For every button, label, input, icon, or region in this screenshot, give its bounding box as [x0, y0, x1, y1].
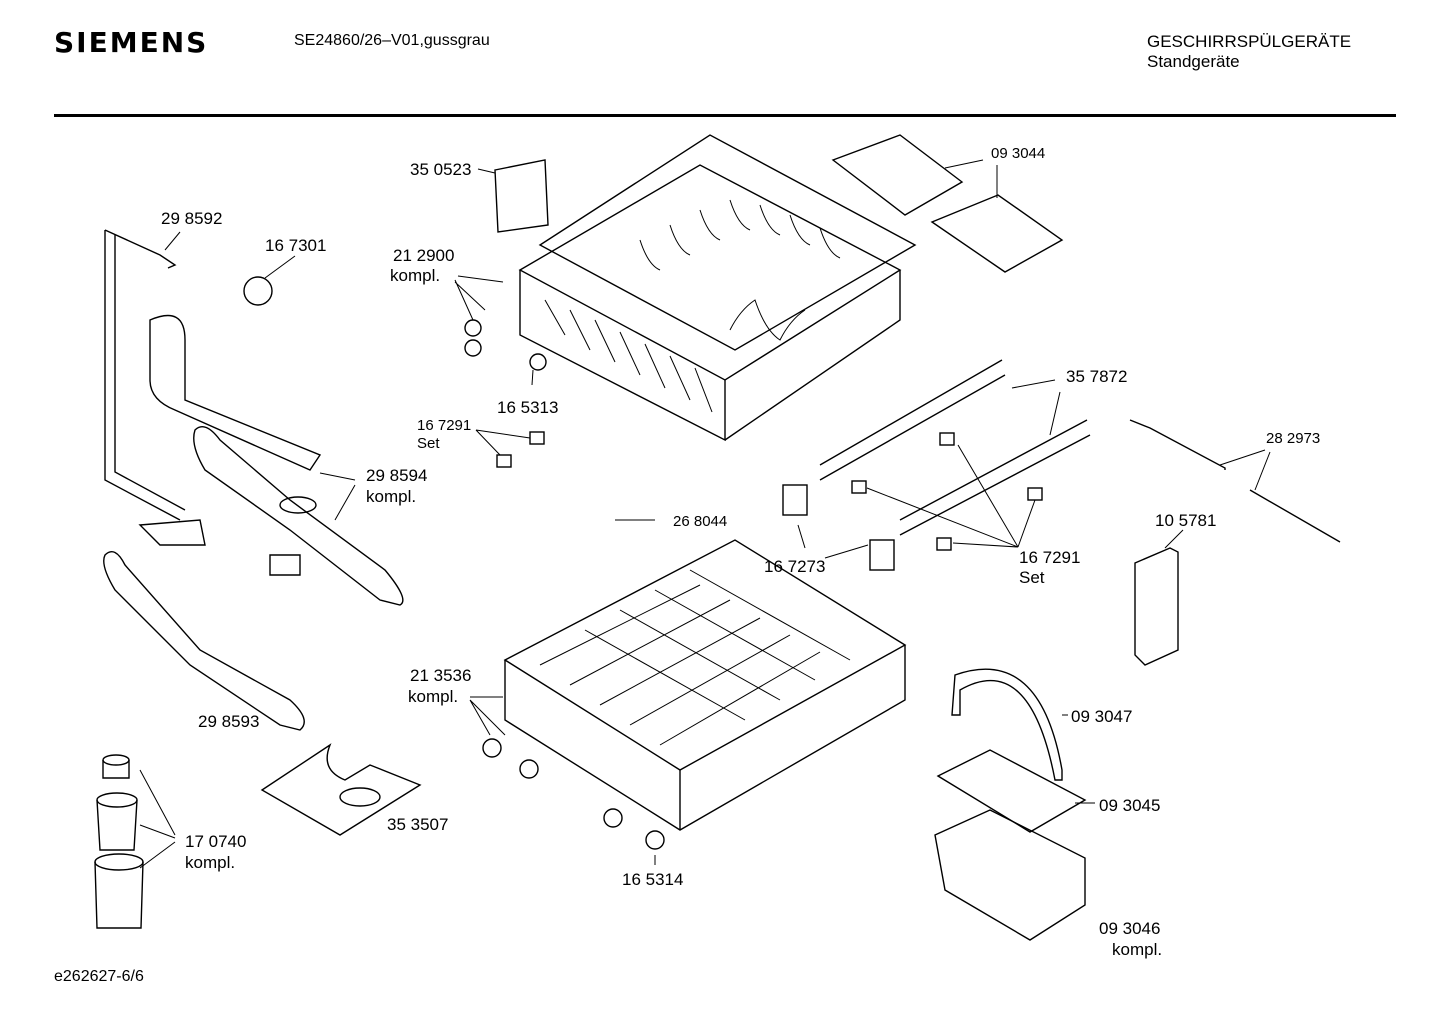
callout-part-number: 35 3507 — [387, 815, 449, 834]
callout-note: Set — [1019, 568, 1045, 587]
callout-part-number: 10 5781 — [1155, 511, 1217, 530]
cutlery-basket — [934, 668, 1087, 941]
header-divider — [54, 114, 1396, 117]
document-id: e262627-6/6 — [54, 968, 144, 985]
callout-part-number: 26 8044 — [673, 513, 728, 530]
callout-part-number: 09 3045 — [1099, 796, 1161, 815]
rack-clips — [496, 431, 1043, 571]
callout-part-number: 09 3044 — [991, 145, 1046, 162]
cutlery-container — [1134, 547, 1179, 666]
callout-note: kompl. — [390, 266, 441, 285]
model-number: SE24860/26–V01,gussgrau — [294, 32, 490, 49]
callout-part-number: 21 3536 — [410, 666, 472, 685]
callout-part-number: 16 5314 — [622, 870, 684, 889]
filter-set — [94, 754, 144, 929]
callout-part-number: 16 7291 — [1019, 548, 1081, 567]
category-title: GESCHIRRSPÜLGERÄTE — [1147, 32, 1352, 51]
filter-plate — [260, 743, 422, 836]
callout-part-number: 16 5313 — [497, 398, 559, 417]
callout-part-number: 35 7872 — [1066, 367, 1128, 386]
callout-part-number: 17 0740 — [185, 832, 247, 851]
brand-logo: SIEMENS — [54, 26, 209, 59]
callout-note: kompl. — [408, 687, 459, 706]
callout-part-number: 16 7301 — [265, 236, 327, 255]
callout-part-number: 16 7273 — [764, 557, 826, 576]
upper-basket — [464, 134, 917, 442]
callout-part-number: 35 0523 — [410, 160, 472, 179]
leader-lines — [139, 159, 1271, 869]
cup-racks — [819, 134, 1341, 543]
callout-part-number: 09 3046 — [1099, 919, 1161, 938]
lower-basket — [482, 539, 907, 850]
callout-part-number: 16 7291 — [417, 417, 472, 434]
callout-part-number: 28 2973 — [1266, 430, 1321, 447]
callout-part-number: 29 8593 — [198, 712, 260, 731]
callout-part-number: 29 8592 — [161, 209, 223, 228]
callout-note: kompl. — [1112, 940, 1163, 959]
callout-note: kompl. — [366, 487, 417, 506]
category-subtitle: Standgeräte — [1147, 52, 1240, 71]
callout-part-number: 21 2900 — [393, 246, 455, 265]
callout-part-number: 29 8594 — [366, 466, 428, 485]
callout-note: Set — [417, 435, 440, 452]
spray-arm-assembly — [103, 229, 404, 731]
callout-part-number: 09 3047 — [1071, 707, 1133, 726]
callout-note: kompl. — [185, 853, 236, 872]
